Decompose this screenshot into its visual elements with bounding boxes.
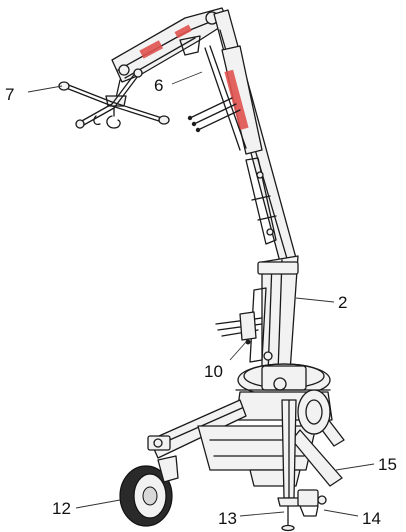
- main-boom: [213, 9, 297, 263]
- lever-handle: [215, 311, 263, 345]
- jib-arm: [111, 7, 229, 83]
- leader-6: [171, 71, 203, 85]
- leader-7: [27, 85, 63, 93]
- callout-14: 14: [362, 509, 381, 528]
- callout-10: 10: [204, 362, 223, 381]
- leader-12: [75, 499, 121, 509]
- hook-spreader: [58, 68, 170, 129]
- lower-mast: [249, 255, 299, 377]
- hydraulic-rods: [187, 45, 247, 151]
- callout-13: 13: [218, 509, 237, 528]
- leader-14: [323, 509, 359, 517]
- center-jack: [277, 399, 301, 532]
- front-wheel: [119, 455, 179, 527]
- callout-15: 15: [378, 455, 397, 474]
- callout-2: 2: [338, 293, 347, 312]
- callout-12: 12: [52, 499, 71, 518]
- leader-13: [239, 511, 285, 517]
- rear-wheel: [297, 389, 331, 435]
- leader-10: [229, 341, 247, 361]
- leader-15: [335, 463, 375, 471]
- leader-lines: [27, 71, 375, 517]
- callout-6: 6: [154, 76, 163, 95]
- foot-assembly: [297, 489, 327, 517]
- leader-2: [295, 297, 335, 303]
- callout-7: 7: [5, 85, 14, 104]
